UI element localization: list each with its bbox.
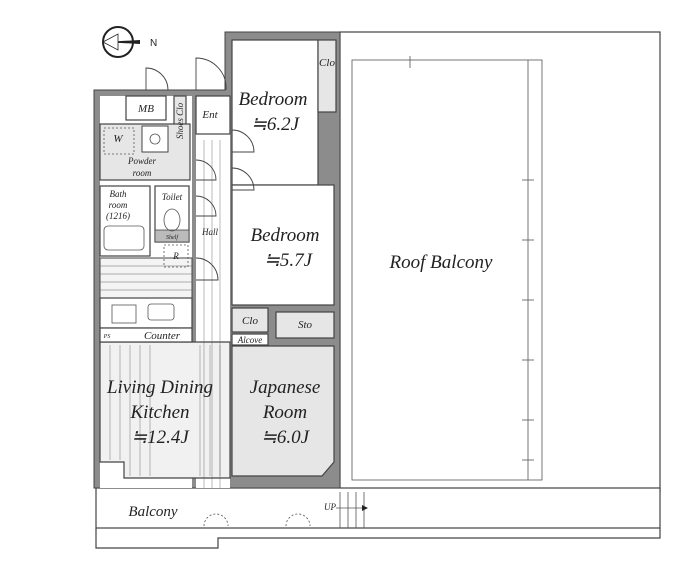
washbasin-icon <box>149 133 161 145</box>
balcony <box>95 487 661 549</box>
balcony-label: Balcony <box>128 504 177 520</box>
bathroom-label-1: Bath <box>110 189 127 199</box>
counter-label: Counter <box>144 330 181 342</box>
toilet-icon <box>163 208 181 232</box>
meter-box <box>125 95 167 121</box>
washer-label: W <box>113 133 123 145</box>
doors <box>145 57 255 281</box>
shelf-label: Shelf <box>166 234 179 241</box>
roof-balcony <box>339 31 661 493</box>
ldk-size: ≒12.4J <box>131 427 190 448</box>
stove-icon <box>111 304 137 324</box>
fridge-space <box>163 244 189 268</box>
closet-1-label: Clo <box>319 57 335 69</box>
bedroom-1-size: ≒6.2J <box>251 114 301 135</box>
fridge-label: R <box>172 251 179 261</box>
japanese-room-label-1: Japanese <box>250 377 321 398</box>
stairs-up-label: UP <box>324 502 336 512</box>
shoes-closet-label: Shoes Clo <box>175 102 185 139</box>
japanese-room <box>231 345 335 477</box>
bedroom-2-size: ≒5.7J <box>264 250 314 271</box>
ldk-label-1: Living Dining <box>106 377 213 398</box>
japanese-room-size: ≒6.0J <box>261 427 311 448</box>
living-dining-kitchen <box>99 341 231 479</box>
ldk-label-2: Kitchen <box>129 402 189 423</box>
powder-room-label-1: Powder <box>127 156 156 166</box>
sink-icon <box>147 303 175 321</box>
closet-2 <box>231 307 269 333</box>
storage <box>275 311 335 339</box>
pipe-space-label: PS <box>103 334 111 340</box>
north-label: N <box>150 38 157 49</box>
bedroom-2 <box>231 184 335 306</box>
alcove-label: Alcove <box>237 335 262 345</box>
powder-room-label-2: room <box>133 168 152 178</box>
alcove <box>231 333 269 346</box>
bedroom-2-label: Bedroom <box>251 225 320 246</box>
bathtub-icon <box>103 225 145 251</box>
entrance <box>195 95 231 135</box>
bathroom-label-3: (1216) <box>106 211 130 221</box>
closet-2-label: Clo <box>242 315 258 327</box>
roof-balcony-label: Roof Balcony <box>389 252 493 273</box>
bedroom-1 <box>231 39 319 186</box>
hall-label: Hall <box>201 227 219 237</box>
bathroom-label-2: room <box>109 200 128 210</box>
bathroom <box>99 185 151 257</box>
mb-label: MB <box>137 103 154 115</box>
storage-label: Sto <box>298 319 313 331</box>
compass-icon: N <box>102 26 157 58</box>
toilet-label: Toilet <box>162 192 183 202</box>
japanese-room-label-2: Room <box>262 402 307 423</box>
closet-1 <box>317 39 337 113</box>
bedroom-1-label: Bedroom <box>239 89 308 110</box>
entrance-label: Ent <box>201 109 218 121</box>
